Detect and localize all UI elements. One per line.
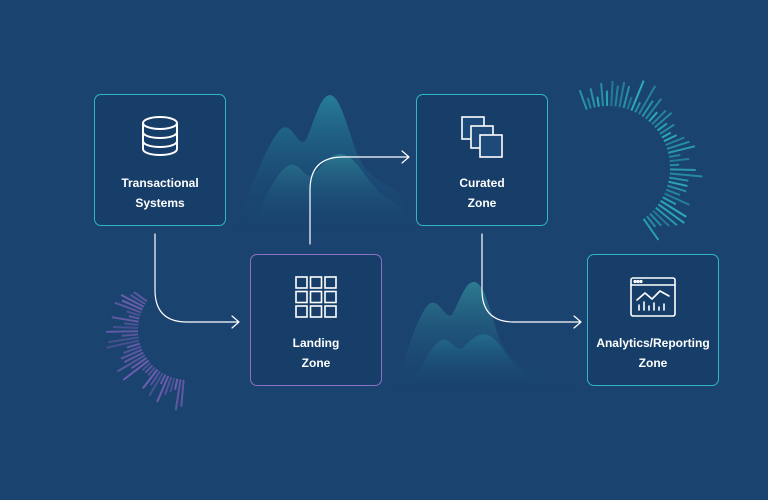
node-transactional-systems: Transactional Systems: [94, 94, 226, 226]
node-label: Analytics/Reporting Zone: [596, 336, 710, 370]
burst-tick: [121, 333, 139, 337]
burst-tick: [123, 345, 142, 354]
burst-tick: [129, 294, 146, 305]
burst-tick: [656, 122, 668, 132]
burst-tick: [645, 98, 663, 120]
burst-tick: [120, 294, 145, 308]
arrowhead-analytics: [573, 315, 582, 329]
burst-tick: [112, 326, 139, 329]
burst-tick: [156, 375, 170, 403]
burst-tick: [634, 101, 641, 113]
burst-tick: [142, 368, 159, 389]
node-landing-zone: Landing Zone: [250, 254, 382, 386]
burst-tick: [141, 362, 152, 371]
mountain-lower: [395, 281, 585, 392]
node-analytics-reporting-zone: Analytics/Reporting Zone: [587, 254, 719, 386]
burst-tick: [144, 364, 154, 374]
burst-tick: [618, 81, 626, 108]
flow-arrows: [154, 150, 582, 329]
burst-tick: [669, 172, 703, 178]
burst-tick: [128, 315, 140, 320]
burst-tick: [111, 316, 139, 323]
radial-burst-left: [106, 291, 185, 411]
burst-tick: [130, 357, 148, 370]
burst-tick: [147, 366, 156, 376]
burst-tick: [586, 97, 592, 109]
burst-tick: [659, 123, 675, 135]
burst-tick: [174, 378, 179, 390]
burst-tick: [649, 212, 662, 227]
burst-tick: [655, 206, 678, 226]
burst-tick: [122, 359, 150, 381]
burst-tick: [669, 176, 689, 182]
burst-tick: [626, 96, 633, 110]
burst-tick: [169, 377, 176, 393]
burst-tick: [164, 376, 173, 396]
node-label: Curated Zone: [459, 176, 505, 210]
burst-tick: [148, 372, 164, 397]
burst-tick: [596, 96, 600, 107]
dashboard-chart-icon: [630, 277, 676, 317]
burst-tick: [666, 140, 690, 150]
burst-tick: [114, 301, 142, 314]
burst-tick: [667, 145, 696, 154]
burst-tick: [106, 339, 140, 349]
burst-tick: [668, 153, 681, 158]
burst-tick: [667, 184, 687, 193]
arrow-transactional-to-landing: [154, 233, 239, 323]
burst-tick: [159, 374, 167, 385]
arrow-curated-to-analytics: [481, 233, 581, 323]
burst-tick: [126, 310, 141, 317]
burst-tick: [622, 85, 631, 109]
burst-tick: [657, 203, 685, 224]
burst-tick: [651, 109, 667, 126]
arrow-landing-to-curated: [309, 156, 409, 245]
burst-tick: [652, 209, 670, 227]
burst-tick: [600, 82, 604, 107]
burst-tick: [665, 136, 685, 146]
burst-tick: [641, 100, 654, 117]
burst-tick: [663, 134, 678, 143]
burst-tick: [149, 370, 161, 386]
stacked-squares-icon: [461, 116, 503, 158]
burst-tick: [638, 85, 657, 115]
burst-tick: [106, 330, 139, 333]
burst-tick: [121, 299, 143, 311]
burst-tick: [662, 196, 677, 206]
burst-tick: [642, 218, 660, 241]
burst-tick: [664, 192, 690, 206]
burst-tick: [646, 215, 657, 228]
arrowhead-landing: [231, 315, 240, 329]
burst-tick: [614, 85, 619, 107]
radial-burst-right: [578, 80, 703, 241]
burst-tick: [116, 354, 146, 373]
burst-tick: [180, 379, 185, 407]
burst-tick: [669, 157, 690, 163]
burst-tick: [578, 89, 588, 111]
node-label: Landing Zone: [292, 336, 340, 370]
burst-tick: [660, 199, 687, 218]
burst-tick: [669, 168, 696, 171]
burst-tick: [589, 88, 596, 108]
node-curated-zone: Curated Zone: [416, 94, 548, 226]
burst-tick: [126, 342, 141, 349]
burst-tick: [654, 112, 673, 129]
burst-tick: [123, 351, 144, 363]
node-label: Transactional Systems: [121, 176, 199, 210]
burst-tick: [661, 131, 672, 139]
burst-tick: [120, 348, 143, 360]
database-icon: [142, 116, 178, 157]
burst-tick: [133, 291, 148, 303]
burst-tick: [668, 180, 688, 187]
burst-tick: [124, 322, 139, 326]
burst-tick: [665, 188, 681, 196]
burst-tick: [648, 111, 658, 123]
burst-tick: [630, 80, 645, 111]
arrowhead-curated: [401, 150, 410, 164]
grid-icon: [295, 276, 337, 318]
burst-tick: [610, 80, 614, 107]
burst-tick: [174, 379, 182, 411]
burst-tick: [108, 336, 139, 344]
